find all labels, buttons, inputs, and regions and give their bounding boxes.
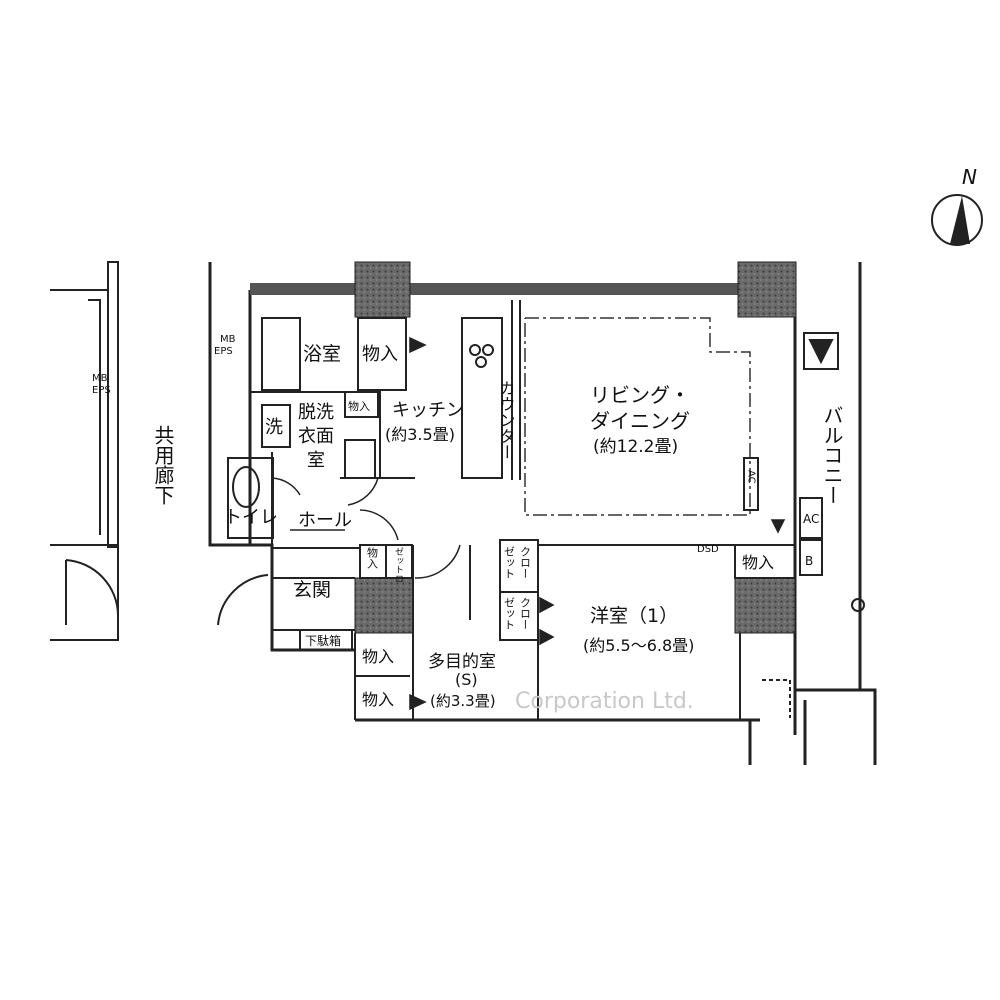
mb-eps-mid-eps: EPS [214,346,233,357]
closet-2a-label: ゼット [503,597,516,630]
storage-multi-1-label: 物入 [362,647,394,666]
hall-label: ホール [298,510,352,531]
toilet-label: トイレ [224,507,278,528]
balcony-label: バルコニー [820,405,844,505]
storage-western-label: 物入 [742,553,774,572]
multi-purpose-size-label: (約3.3畳) [430,692,496,710]
washer-label: 洗 [265,417,283,438]
compass-circle [931,194,983,246]
living-label-1: リビング・ [590,383,690,407]
storage-multi-2-label: 物入 [362,690,394,709]
ac-balcony-label: AC [803,512,819,526]
dressing-label-3: 室 [307,450,325,471]
living-label-2: ダイニング [590,409,690,433]
ac-living-label: AC [746,470,757,484]
pillar-western [734,577,796,634]
mb-eps-left-eps: EPS [92,385,111,396]
storage-hall-label: 物入 [366,546,379,569]
top-wall-band [250,283,795,295]
shoe-box-label: 下駄箱 [305,633,341,648]
compass-north-label: N [962,165,977,189]
western-room-label: 洋室（1） [590,605,678,627]
zet-label: ゼットロ [393,547,404,583]
dressing-label-1: 脱洗 [298,402,334,423]
kitchen-size-label: (約3.5畳) [385,425,455,444]
closet-1a-label: クロー [519,546,532,579]
western-room-size-label: (約5.5～6.8畳) [583,636,694,655]
mb-eps-left-mb: MB [92,373,108,384]
storage-bath-label: 物入 [362,344,398,365]
counter-label: カウンター [497,380,516,460]
multi-purpose-label-1: 多目的室 [428,652,496,672]
entrance-label: 玄関 [293,579,331,601]
closet-2b-label: クロー [519,597,532,630]
ceiling-dashed-line [524,317,751,516]
pillar-entrance [354,577,414,634]
watermark-text: Corporation Ltd. [515,689,694,714]
closet-1b-label: ゼット [503,546,516,579]
compass-needle-icon [950,196,970,244]
bath-label: 浴室 [303,343,341,365]
neighbour-unit-walls [50,261,119,641]
kitchen-label: キッチン [392,400,464,421]
pillar-top-left [354,261,411,318]
mb-eps-mid-mb: MB [220,334,236,345]
interior-walls [217,300,865,720]
storage-small-label: 物入 [348,399,370,413]
living-size-label: (約12.2畳) [593,437,678,457]
room-labels: MB EPS MB EPS 共用廊下 浴室 物入 物入 洗 脱洗 衣面 室 トイ… [92,334,844,714]
dressing-label-2: 衣面 [298,426,334,447]
corridor-label: 共用廊下 [151,425,175,505]
door-swings [271,336,786,711]
b-balcony-label: B [805,554,813,568]
compass: N [931,165,983,246]
dsd-label: DSD [697,544,719,555]
pillar-top-right [737,261,797,318]
multi-purpose-label-2: (S) [455,670,478,689]
